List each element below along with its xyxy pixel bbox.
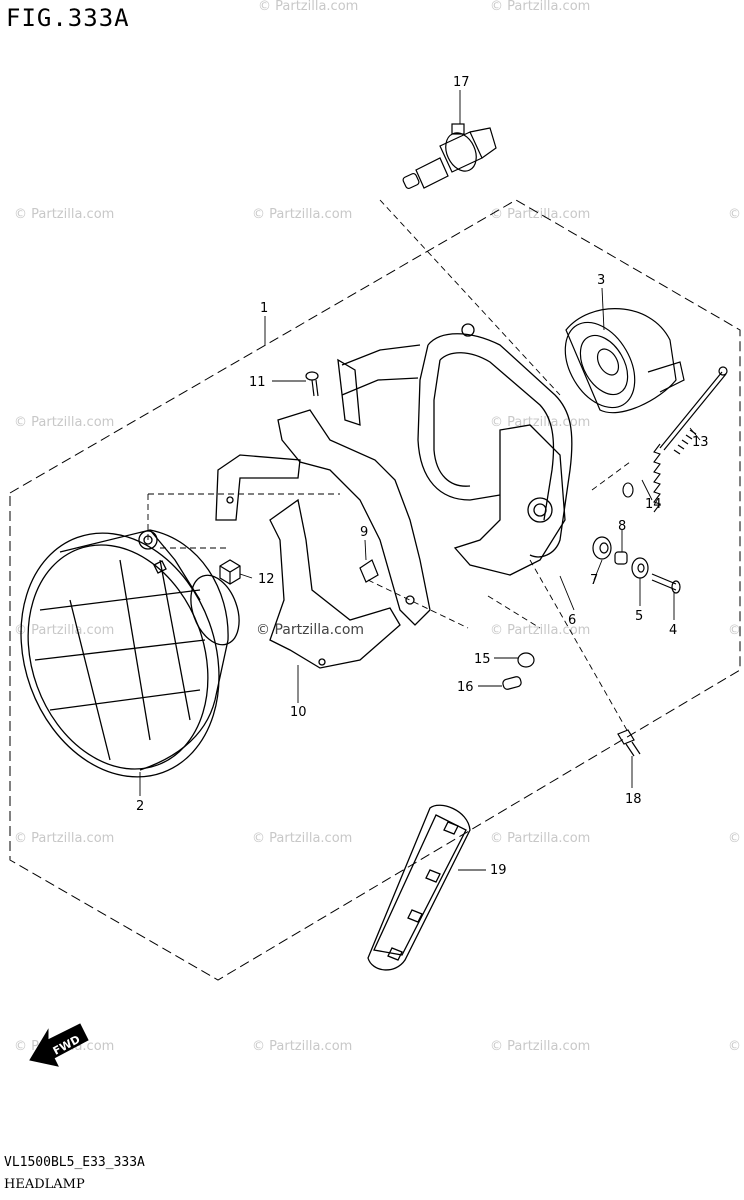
watermark-layer: © Partzilla.com © Partzilla.com © Partzi… <box>14 0 744 1054</box>
headlamp-unit-part-2 <box>20 529 240 778</box>
callout-1: 1 <box>260 301 268 316</box>
reflector-part-19 <box>367 804 471 971</box>
watermark: © Partzilla.com <box>252 831 352 846</box>
callout-18: 18 <box>625 792 642 807</box>
collar-part-16 <box>502 676 522 690</box>
watermark: © Partzilla.com <box>252 207 352 222</box>
callout-7: 7 <box>590 573 598 588</box>
callout-4: 4 <box>669 623 677 638</box>
connector-lines <box>147 199 631 733</box>
washer-part-5 <box>631 557 649 579</box>
bulb-part-17 <box>402 123 497 190</box>
callout-15: 15 <box>474 652 491 667</box>
housing-part-3 <box>564 308 685 414</box>
watermark: © Partzilla.com <box>728 207 744 222</box>
figure-title: FIG.333A <box>6 4 130 32</box>
assembly-outline <box>9 199 741 981</box>
callout-10: 10 <box>290 705 307 720</box>
screw-part-11 <box>305 371 319 397</box>
watermark-center: © Partzilla.com <box>256 622 364 638</box>
watermark: © Partzilla.com <box>14 831 114 846</box>
watermark: © Partzilla.com <box>490 831 590 846</box>
watermark: © Partzilla.com <box>728 831 744 846</box>
mount-bracket <box>337 323 573 576</box>
callout-8: 8 <box>618 519 626 534</box>
bracket-part-10 <box>215 409 431 669</box>
collar-part-8 <box>614 551 628 565</box>
grommet-part-7 <box>592 536 612 560</box>
watermark: © Partzilla.com <box>14 207 114 222</box>
watermark: © Partzilla.com <box>728 623 744 638</box>
watermark: © Partzilla.com <box>490 415 590 430</box>
callout-9: 9 <box>360 525 368 540</box>
fwd-arrow: FWD <box>29 1023 89 1067</box>
callout-labels: 1 2 3 4 5 6 7 8 9 10 11 12 13 14 15 16 1… <box>136 75 709 878</box>
watermark: © Partzilla.com <box>252 1039 352 1054</box>
leader-lines <box>139 90 701 871</box>
watermark: © Partzilla.com <box>490 1039 590 1054</box>
watermark: © Partzilla.com <box>258 0 358 14</box>
callout-17: 17 <box>453 75 470 90</box>
nut-part-12 <box>219 559 241 585</box>
callout-2: 2 <box>136 799 144 814</box>
callout-14: 14 <box>645 497 662 512</box>
diagram-name: HEADLAMP <box>4 1177 85 1192</box>
callout-16: 16 <box>457 680 474 695</box>
callout-11: 11 <box>249 375 266 390</box>
watermark: © Partzilla.com <box>490 207 590 222</box>
callout-12: 12 <box>258 572 275 587</box>
watermark: © Partzilla.com <box>14 415 114 430</box>
callout-3: 3 <box>597 273 605 288</box>
callout-19: 19 <box>490 863 507 878</box>
diagram-code: VL1500BL5_E33_333A <box>4 1155 145 1170</box>
watermark: © Partzilla.com <box>14 623 114 638</box>
callout-6: 6 <box>568 613 576 628</box>
watermark: © Partzilla.com <box>728 1039 744 1054</box>
callout-5: 5 <box>635 609 643 624</box>
bracket-part-9 <box>359 559 379 583</box>
watermark: © Partzilla.com <box>490 0 590 14</box>
spring-part-14 <box>622 443 661 513</box>
bolt-part-4 <box>651 573 681 594</box>
watermark: © Partzilla.com <box>490 623 590 638</box>
screw-part-18 <box>617 729 641 757</box>
grommet-part-15 <box>517 652 535 668</box>
callout-13: 13 <box>692 435 709 450</box>
